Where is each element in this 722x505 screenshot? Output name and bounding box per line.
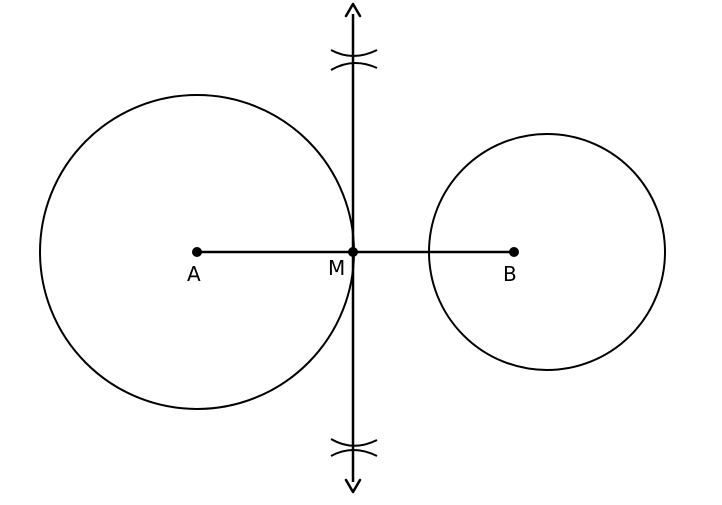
arrowhead-top [344, 2, 362, 18]
arc-bottom-upper [330, 438, 378, 447]
point-a [192, 247, 202, 257]
construction-arcs-top [330, 49, 378, 71]
arc-top-upper [330, 49, 378, 57]
point-b [509, 247, 519, 257]
arrowhead-bottom [344, 478, 362, 494]
label-b: B [503, 262, 517, 286]
label-a: A [187, 262, 201, 286]
arc-top-lower [330, 62, 378, 71]
construction-arcs-bottom [330, 438, 378, 457]
arc-bottom-lower [330, 449, 378, 457]
label-m: M [328, 256, 345, 280]
point-m [348, 247, 358, 257]
